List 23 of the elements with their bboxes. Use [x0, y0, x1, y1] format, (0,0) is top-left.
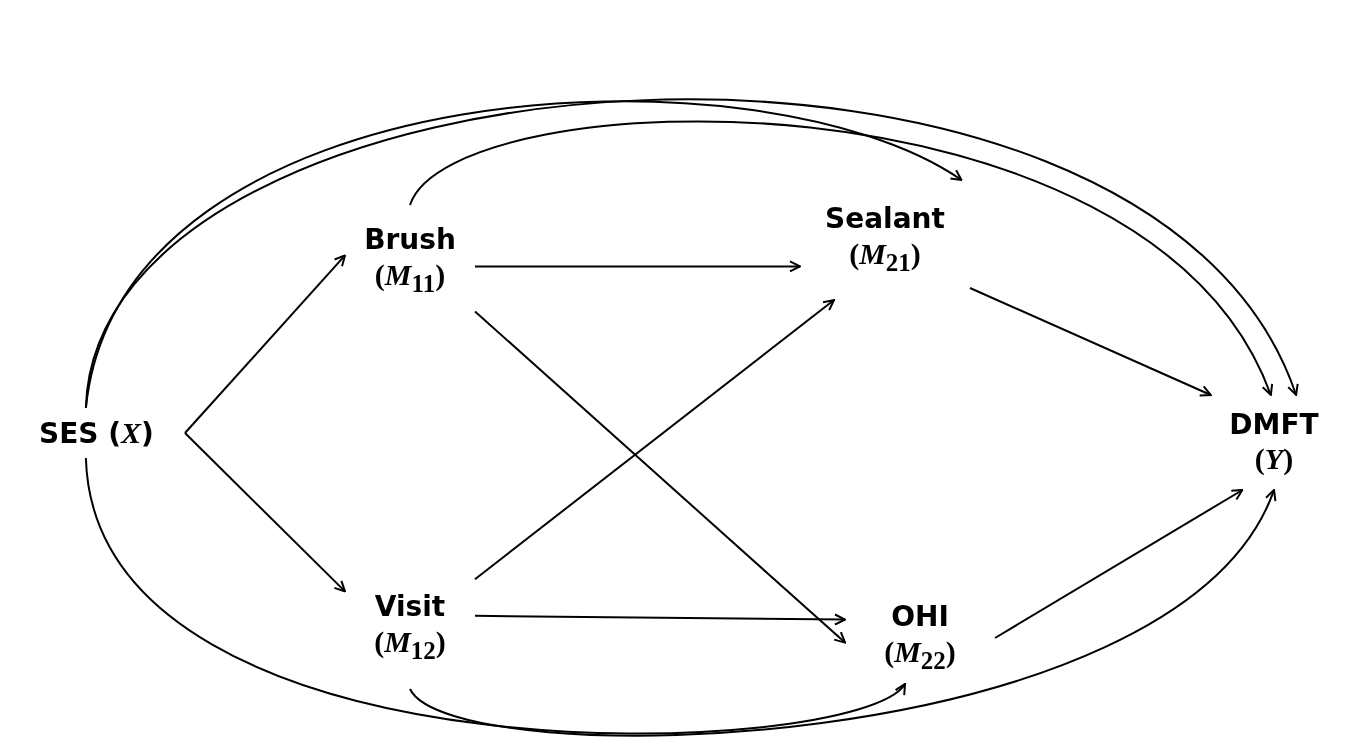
variable-symbol: (M$_{22}$): [884, 633, 956, 676]
arrow: [84, 457, 906, 734]
variable-symbol: (Y): [1254, 441, 1294, 478]
arrow: [184, 432, 346, 593]
arrow: [409, 120, 1272, 396]
variable-symbol: (M$_{21}$): [849, 235, 921, 278]
arrow: [994, 489, 1244, 639]
arrow: [969, 287, 1212, 397]
variable-symbol: (M$_{12}$): [374, 623, 446, 666]
arrow: [184, 254, 346, 434]
arrow: [474, 260, 801, 273]
node-name: SES (X): [39, 416, 154, 450]
node-name: OHI: [891, 600, 949, 634]
arrow: [84, 100, 963, 409]
arrow: [409, 489, 1275, 737]
arrow: [474, 613, 846, 626]
node-name: Brush: [364, 223, 456, 257]
node-name: DMFT: [1229, 407, 1319, 442]
arrow: [474, 299, 835, 581]
variable-symbol: (M$_{11}$): [374, 256, 446, 299]
arrow: [474, 310, 846, 644]
node-name: Visit: [374, 590, 446, 624]
node-name: Sealant: [825, 202, 945, 236]
